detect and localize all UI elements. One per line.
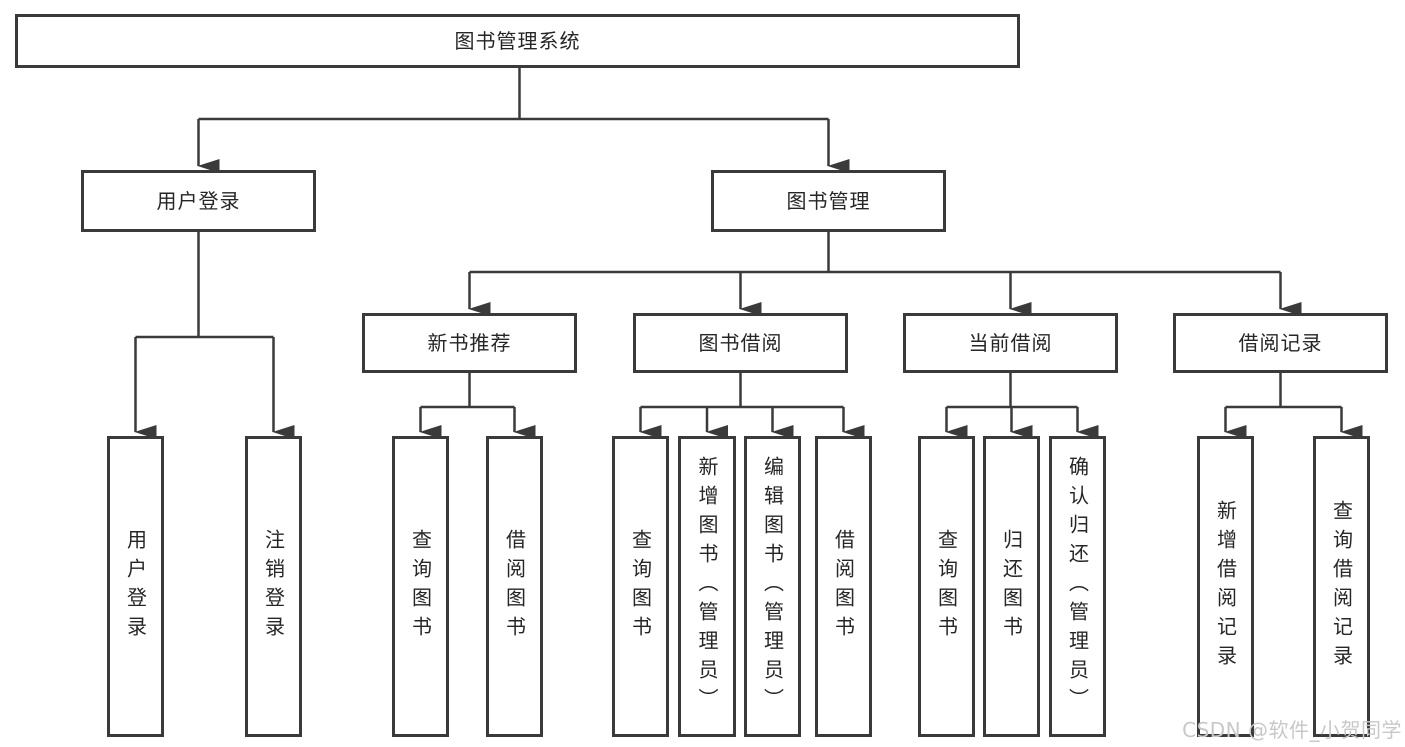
leaf-borrow-books: 借阅图书: [815, 436, 872, 737]
leaf-logout: 注销登录: [245, 436, 302, 737]
leaf-label: 用户登录: [123, 528, 148, 645]
csdn-watermark: CSDN @软件_小贺同学: [1182, 718, 1402, 742]
leaf-query-books-current: 查询图书: [918, 436, 975, 737]
leaf-user-login: 用户登录: [107, 436, 164, 737]
node-user-login-branch: 用户登录: [81, 170, 316, 232]
leaf-return-books: 归还图书: [983, 436, 1040, 737]
leaf-query-books-borrowing: 查询图书: [612, 436, 669, 737]
leaf-label: 查询图书: [934, 528, 959, 645]
node-borrowing-records: 借阅记录: [1173, 313, 1388, 373]
leaf-query-books-recommend: 查询图书: [392, 436, 449, 737]
leaf-label: 新增图书（管理员）: [695, 456, 719, 717]
tree-edges: [134, 68, 1363, 439]
node-root-system: 图书管理系统: [15, 14, 1020, 68]
leaf-label: 查询借阅记录: [1329, 499, 1354, 674]
node-book-borrowing: 图书借阅: [633, 313, 848, 373]
leaf-borrow-books-recommend: 借阅图书: [486, 436, 543, 737]
leaf-label: 查询图书: [408, 528, 433, 645]
leaf-label: 归还图书: [999, 528, 1024, 645]
leaf-label: 确认归还（管理员）: [1065, 456, 1090, 717]
node-current-borrowing: 当前借阅: [903, 313, 1118, 373]
leaf-add-books-admin: 新增图书（管理员）: [678, 436, 736, 737]
leaf-label: 查询图书: [628, 528, 653, 645]
leaf-confirm-return-admin: 确认归还（管理员）: [1049, 436, 1106, 737]
leaf-query-borrow-record: 查询借阅记录: [1313, 436, 1370, 737]
leaf-label: 借阅图书: [831, 528, 856, 645]
leaf-label: 新增借阅记录: [1213, 499, 1238, 674]
leaf-label: 注销登录: [261, 528, 286, 645]
node-new-book-recommendation: 新书推荐: [362, 313, 577, 373]
leaf-label: 编辑图书（管理员）: [760, 456, 785, 717]
leaf-label: 借阅图书: [502, 528, 527, 645]
node-book-management-branch: 图书管理: [711, 170, 946, 232]
leaf-edit-books-admin: 编辑图书（管理员）: [744, 436, 801, 737]
leaf-add-borrow-record: 新增借阅记录: [1197, 436, 1254, 737]
